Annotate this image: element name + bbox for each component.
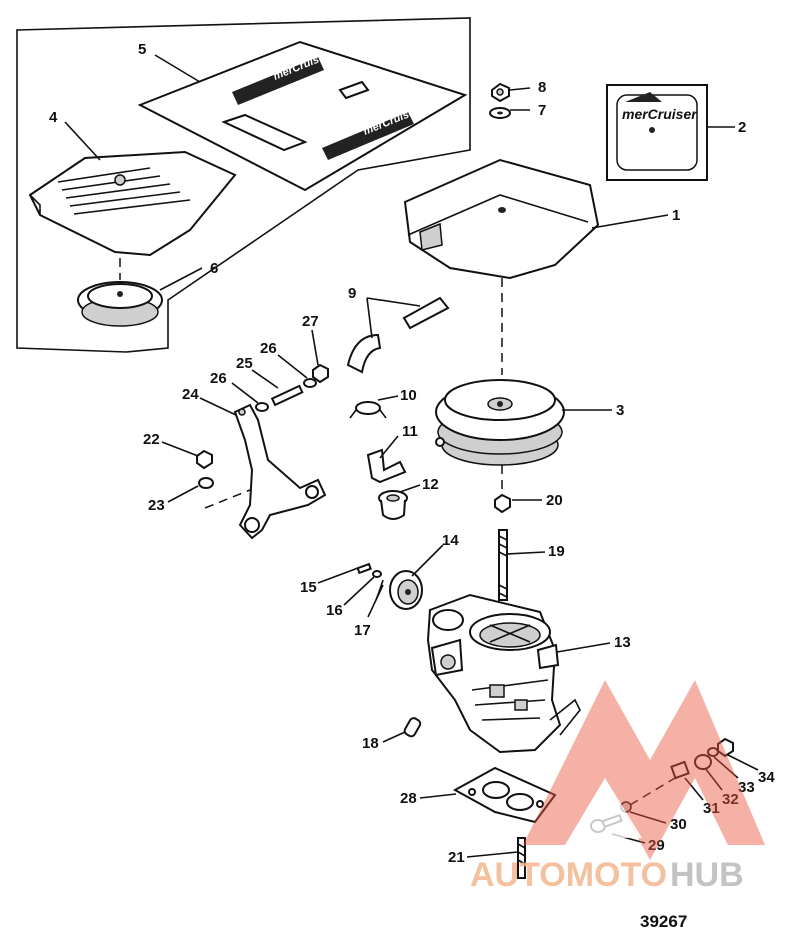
- callout-1: 1: [672, 207, 680, 224]
- part-5-decal-sheet: merCruiser merCruiser: [137, 40, 468, 192]
- callout-10: 10: [400, 387, 417, 404]
- part-28-gasket: [452, 766, 557, 824]
- part-31-spacer: [670, 760, 690, 780]
- callout-2: 2: [738, 119, 746, 136]
- callout-23: 23: [148, 497, 165, 514]
- callout-13: 13: [614, 634, 631, 651]
- part-15-screw: [356, 562, 372, 575]
- watermark-triangle-inner: [575, 778, 642, 838]
- callout-9: 9: [348, 285, 356, 302]
- part-6-arrestor-element: [77, 281, 163, 327]
- callout-30: 30: [670, 816, 687, 833]
- callout-18: 18: [362, 735, 379, 752]
- callout-33: 33: [738, 779, 755, 796]
- inset-frame: [16, 17, 471, 353]
- leader-lines: [64, 54, 759, 858]
- callout-4: 4: [49, 109, 58, 126]
- part-1-flame-arrestor-cover: [403, 158, 600, 280]
- callout-26-a: 26: [210, 370, 227, 387]
- part-25-screw: [270, 384, 304, 407]
- callout-16: 16: [326, 602, 343, 619]
- callout-19: 19: [548, 543, 565, 560]
- part-14-throttle-pulley: [389, 570, 423, 610]
- callout-12: 12: [422, 476, 439, 493]
- part-26-washer-b: [303, 378, 317, 388]
- part-24-throttle-bracket: [233, 403, 327, 540]
- part-21-stud: [517, 837, 526, 879]
- callout-27: 27: [302, 313, 319, 330]
- callout-numbers: 1 2 3 4 5 6 7 8 9 10 11 12 13 14 15 16 1…: [49, 41, 775, 866]
- callout-26-b: 26: [260, 340, 277, 357]
- watermark-text-automoto: AUTOMOTO: [470, 856, 667, 894]
- part-22-nut: [196, 449, 213, 470]
- part-16-lockwasher: [372, 570, 382, 578]
- part-4-cover: [28, 150, 237, 257]
- callout-29: 29: [648, 837, 665, 854]
- callout-5: 5: [138, 41, 146, 58]
- callout-17: 17: [354, 622, 371, 639]
- figure-number: 39267: [640, 912, 687, 931]
- callout-34: 34: [758, 769, 775, 786]
- callout-32: 32: [722, 791, 739, 808]
- part-20-nut: [494, 493, 511, 514]
- part-19-stud: [498, 529, 508, 601]
- callout-14: 14: [442, 532, 459, 549]
- callout-6: 6: [210, 260, 218, 277]
- part-18-cap: [403, 717, 422, 738]
- callout-31: 31: [703, 800, 720, 817]
- part-27-nut: [312, 363, 329, 384]
- callout-3: 3: [616, 402, 624, 419]
- part-7-washer: [489, 107, 511, 119]
- part-10-clamp: [349, 401, 387, 419]
- part-8-nut: [491, 82, 510, 103]
- watermark-text-hub: HUB: [670, 856, 744, 894]
- part-2-logo-decal: merCruiser: [606, 84, 708, 181]
- part-9-vent-hose: [346, 296, 450, 374]
- part-23-washer: [198, 477, 214, 489]
- callout-22: 22: [143, 431, 160, 448]
- callout-21: 21: [448, 849, 465, 866]
- watermark-triangle-outer: [523, 680, 765, 860]
- callout-20: 20: [546, 492, 563, 509]
- callout-25: 25: [236, 355, 253, 372]
- callout-8: 8: [538, 79, 546, 96]
- part-12-grommet: [378, 490, 408, 520]
- logo-brand-text: merCruiser: [622, 106, 698, 122]
- part-11-elbow-fitting: [366, 448, 407, 484]
- watermark-logo: AUTOMOTO HUB: [470, 680, 765, 894]
- part-32-washer: [694, 754, 712, 770]
- callout-24: 24: [182, 386, 199, 403]
- callout-28: 28: [400, 790, 417, 807]
- callout-15: 15: [300, 579, 317, 596]
- part-34-nut: [717, 737, 734, 758]
- callout-11: 11: [402, 423, 418, 440]
- part-13-carburetor: [426, 593, 581, 754]
- part-26-washer-a: [255, 402, 269, 412]
- callout-7: 7: [538, 102, 546, 119]
- part-3-flame-arrestor: [435, 379, 565, 466]
